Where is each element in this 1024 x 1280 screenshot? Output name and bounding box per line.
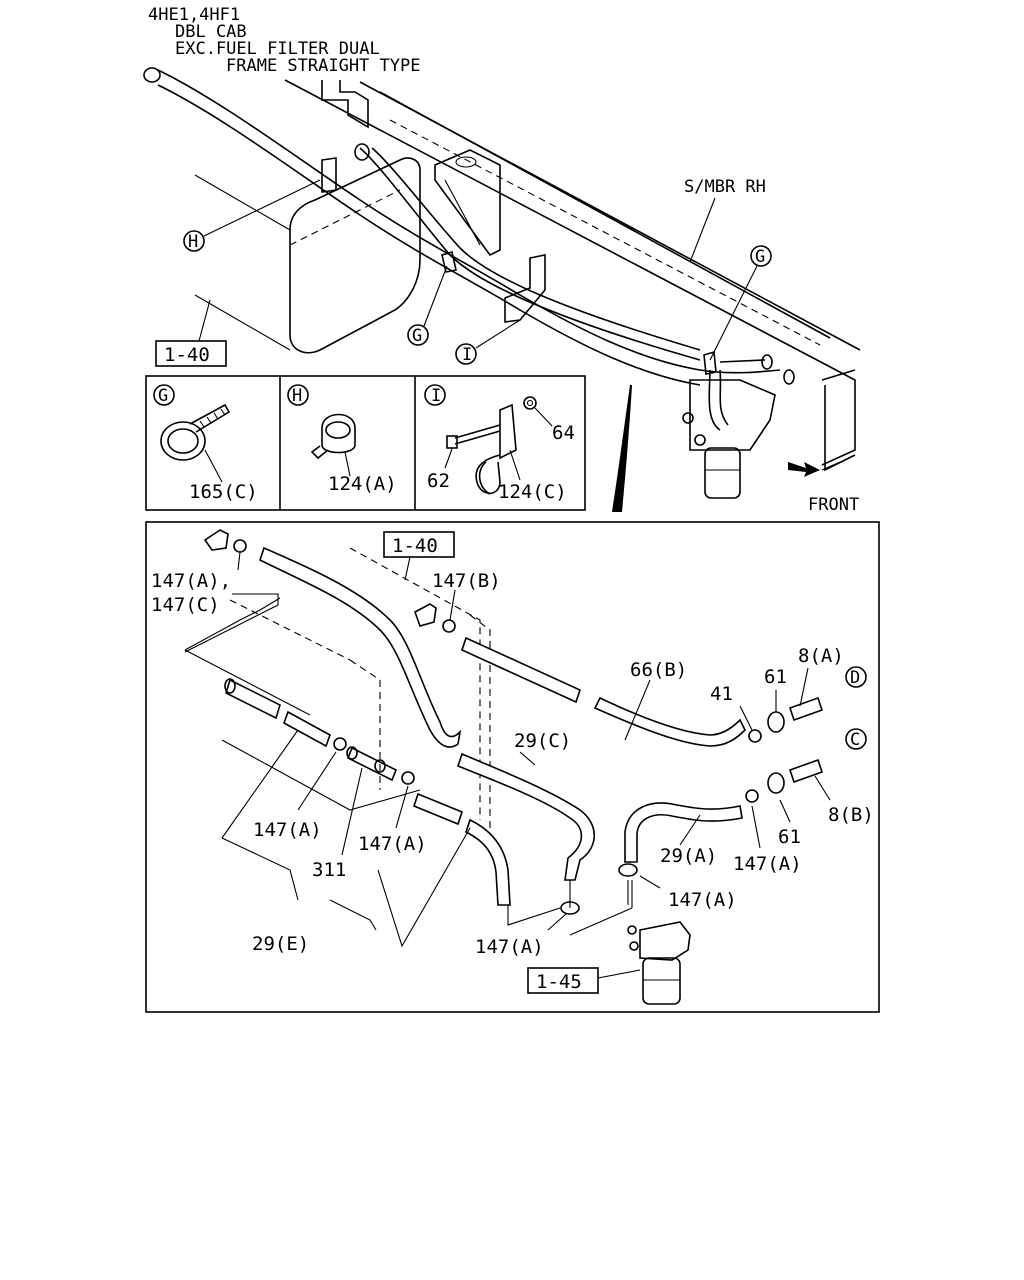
hose-clamp-h bbox=[321, 157, 337, 193]
leader-lines bbox=[184, 551, 831, 948]
front-label: FRONT bbox=[808, 495, 859, 515]
svg-text:G: G bbox=[412, 326, 422, 346]
applicability-header: 4HE1,4HF1 DBL CAB EXC.FUEL FILTER DUAL F… bbox=[148, 5, 420, 76]
label-147a-147c-line2: 147(C) bbox=[151, 594, 220, 616]
hose-66b bbox=[461, 636, 746, 747]
top-fuel-hoses bbox=[143, 67, 795, 386]
header-line-frame: FRAME STRAIGHT TYPE bbox=[226, 56, 420, 76]
detail-panels: G 165(C) H 124(A) I bbox=[145, 375, 586, 511]
label-29e: 29(E) bbox=[252, 933, 309, 955]
fuel-filter-exploded bbox=[627, 921, 691, 1005]
hose-29e-pieces bbox=[224, 678, 511, 906]
part-165c-label: 165(C) bbox=[189, 481, 258, 503]
detail-panel-g: G 165(C) bbox=[153, 384, 258, 503]
callout-i: I bbox=[455, 319, 521, 365]
svg-text:C: C bbox=[850, 730, 860, 750]
callout-h: H bbox=[183, 179, 321, 252]
svg-text:H: H bbox=[188, 232, 198, 252]
part-124c-label: 124(C) bbox=[498, 481, 567, 503]
svg-text:1-40: 1-40 bbox=[392, 535, 438, 557]
ref-box-1-40-exploded: 1-40 bbox=[383, 531, 455, 581]
svg-text:1-45: 1-45 bbox=[536, 971, 582, 993]
connector-c-callout: C bbox=[845, 728, 867, 750]
label-66b: 66(B) bbox=[630, 659, 687, 681]
label-147a-mid: 147(A) bbox=[358, 833, 427, 855]
part-62-label: 62 bbox=[427, 470, 450, 492]
hose-clamp-g2 bbox=[703, 350, 717, 375]
label-147a-bottom: 147(A) bbox=[475, 936, 544, 958]
part-64-label: 64 bbox=[552, 422, 575, 444]
callout-g-right: G bbox=[709, 245, 772, 361]
panel-h-letter: H bbox=[292, 386, 302, 406]
svg-text:I: I bbox=[462, 345, 472, 365]
tank-outlet-center bbox=[414, 603, 437, 627]
front-direction-wedge bbox=[612, 385, 632, 512]
fuel-filter-top bbox=[682, 369, 776, 499]
exploded-view: 1-40 bbox=[145, 521, 880, 1013]
label-147a-147c-line1: 147(A), bbox=[151, 570, 231, 592]
tank-outline-exploded bbox=[184, 547, 491, 830]
detail-panel-i: I 64 62 124(C) bbox=[424, 384, 575, 503]
front-arrow-icon bbox=[788, 462, 820, 477]
svg-text:G: G bbox=[755, 247, 765, 267]
panel-g-letter: G bbox=[158, 386, 168, 406]
frame-bracket-top bbox=[321, 80, 369, 129]
frame-side-member bbox=[284, 79, 861, 472]
label-8a: 8(A) bbox=[798, 645, 844, 667]
label-61-top: 61 bbox=[764, 666, 787, 688]
label-311: 311 bbox=[312, 859, 346, 881]
tank-mount-bracket bbox=[434, 149, 501, 257]
label-147a-filter: 147(A) bbox=[668, 889, 737, 911]
bracket-icon bbox=[475, 403, 517, 495]
hose-clamp-g1 bbox=[441, 250, 457, 273]
label-8b: 8(B) bbox=[828, 804, 874, 826]
header-line-filter: EXC.FUEL FILTER DUAL bbox=[175, 39, 380, 59]
hose-clip-icon bbox=[310, 413, 356, 460]
banjo-fitting-bottom bbox=[767, 758, 824, 794]
cable-tie-icon bbox=[160, 403, 231, 461]
bolt-icon bbox=[446, 424, 501, 449]
header-line-cab: DBL CAB bbox=[175, 22, 247, 42]
label-29a: 29(A) bbox=[660, 845, 717, 867]
panel-i-letter: I bbox=[431, 386, 441, 406]
svg-text:D: D bbox=[850, 668, 860, 688]
connector-d-callout: D bbox=[845, 666, 867, 688]
label-41: 41 bbox=[710, 683, 733, 705]
hose-29a bbox=[624, 802, 743, 863]
return-hose-main bbox=[259, 546, 462, 748]
hose-29c bbox=[457, 752, 595, 881]
label-147a-right: 147(A) bbox=[733, 853, 802, 875]
side-member-leader bbox=[689, 197, 716, 263]
svg-text:1-40: 1-40 bbox=[164, 344, 210, 366]
connector-311 bbox=[346, 746, 398, 782]
top-assembly-view: FRONT S/MBR RH H G I G 1-40 bbox=[143, 67, 861, 515]
tank-outlet-left bbox=[203, 529, 229, 551]
ref-box-1-45: 1-45 bbox=[527, 967, 641, 994]
ref-box-1-40-top: 1-40 bbox=[155, 299, 227, 367]
hose-clamps-exploded bbox=[233, 539, 762, 915]
part-124a-label: 124(A) bbox=[328, 473, 397, 495]
callout-g-left: G bbox=[407, 265, 448, 346]
side-member-label: S/MBR RH bbox=[684, 177, 766, 197]
detail-panel-h: H 124(A) bbox=[287, 384, 397, 495]
label-147b: 147(B) bbox=[432, 570, 501, 592]
header-line-engine: 4HE1,4HF1 bbox=[148, 5, 240, 25]
label-61-bottom: 61 bbox=[778, 826, 801, 848]
label-147a-left: 147(A) bbox=[253, 819, 322, 841]
hose-bracket-i bbox=[504, 254, 546, 323]
fuel-tank bbox=[194, 157, 421, 354]
guide-lines bbox=[507, 880, 633, 936]
label-29c: 29(C) bbox=[514, 730, 571, 752]
nut-icon bbox=[523, 396, 537, 410]
